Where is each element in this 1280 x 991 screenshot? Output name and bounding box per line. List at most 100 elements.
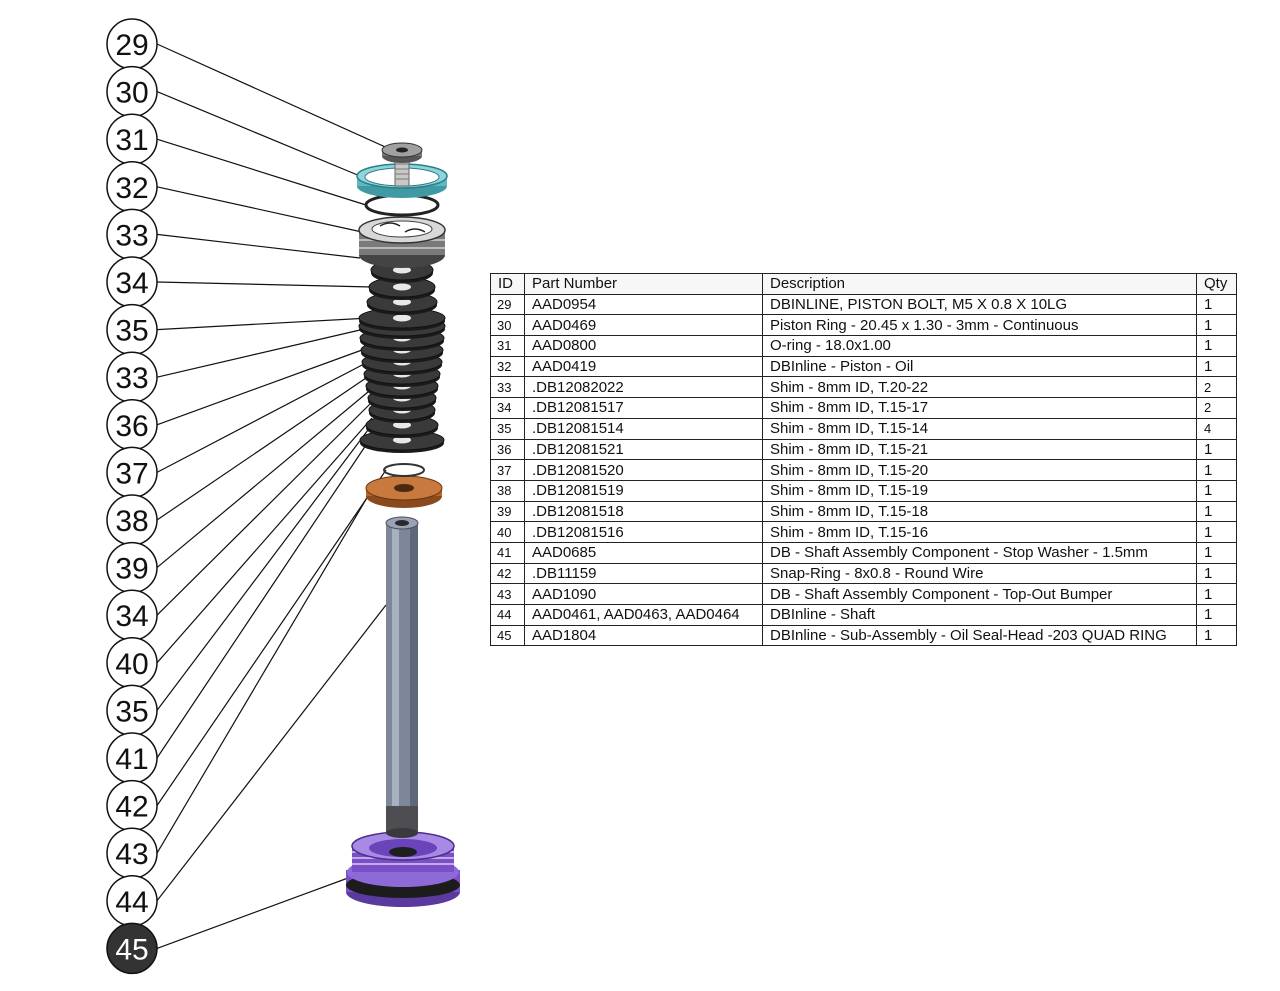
callout-number: 32 [115, 172, 148, 205]
cell-description: Shim - 8mm ID, T.15-14 [762, 417, 1197, 440]
shim-part [368, 276, 436, 300]
leader-line [156, 391, 369, 569]
cell-qty: 1 [1196, 479, 1237, 502]
cell-qty: 1 [1196, 438, 1237, 461]
cell-description: Shim - 8mm ID, T.15-19 [762, 479, 1197, 502]
cell-description: DB - Shaft Assembly Component - Stop Was… [762, 541, 1197, 564]
cell-id: 32 [490, 355, 525, 378]
cell-part-number: .DB12081519 [524, 479, 763, 502]
callout-bubble: 39 [106, 541, 158, 594]
cell-qty: 1 [1196, 604, 1237, 626]
cell-description: Piston Ring - 20.45 x 1.30 - 3mm - Conti… [762, 314, 1197, 337]
leader-line [156, 329, 361, 378]
callout-number: 45 [115, 933, 148, 966]
leader-line [156, 281, 373, 288]
callout-number: 43 [115, 838, 148, 871]
piston-part [358, 216, 446, 268]
callout-number: 34 [115, 267, 148, 300]
shim-part [358, 307, 446, 331]
cell-part-number: AAD0800 [524, 335, 763, 357]
cell-description: DB - Shaft Assembly Component - Top-Out … [762, 583, 1197, 605]
callout-bubble: 35 [106, 303, 158, 356]
callout-number: 31 [115, 124, 148, 157]
cell-qty: 1 [1196, 335, 1237, 357]
callout-number: 34 [115, 600, 148, 633]
cell-part-number: AAD0461, AAD0463, AAD0464 [524, 604, 763, 626]
callout-number: 41 [115, 743, 148, 776]
cell-id: 43 [490, 583, 525, 605]
cell-id: 40 [490, 521, 525, 543]
cell-description: Shim - 8mm ID, T.15-17 [762, 397, 1197, 419]
cell-description: Shim - 8mm ID, T.15-20 [762, 459, 1197, 481]
leader-line [156, 604, 387, 902]
leader-line [156, 91, 361, 177]
cell-description: Shim - 8mm ID, T.15-18 [762, 500, 1197, 523]
cell-part-number: AAD1804 [524, 624, 763, 647]
leader-line [156, 363, 365, 473]
cell-part-number: .DB12081521 [524, 438, 763, 461]
cell-part-number: AAD0685 [524, 541, 763, 564]
cell-description: Shim - 8mm ID, T.15-21 [762, 438, 1197, 461]
cell-id: 35 [490, 417, 525, 440]
leader-line [156, 186, 363, 233]
cell-qty: 1 [1196, 541, 1237, 564]
callout-number: 33 [115, 362, 148, 395]
callout-number: 39 [115, 553, 148, 586]
cell-description: Snap-Ring - 8x0.8 - Round Wire [762, 562, 1197, 585]
callout-number: 33 [115, 219, 148, 252]
leader-line [156, 138, 367, 206]
cell-id: 33 [490, 376, 525, 399]
callout-number: 30 [115, 77, 148, 110]
header-qty: Qty [1196, 273, 1237, 295]
cell-id: 38 [490, 479, 525, 502]
callout-bubble: 41 [106, 732, 158, 784]
leader-line [156, 377, 367, 521]
cell-id: 29 [490, 293, 525, 316]
callout-bubble: 32 [106, 161, 158, 213]
callout-bubble: 30 [106, 65, 158, 118]
header-description: Description [762, 273, 1197, 295]
cell-description: Shim - 8mm ID, T.20-22 [762, 376, 1197, 399]
piston-bolt-part [381, 142, 423, 187]
cell-qty: 1 [1196, 562, 1237, 585]
cell-part-number: .DB12081514 [524, 417, 763, 440]
leader-line [156, 429, 369, 711]
callout-number: 44 [115, 886, 148, 919]
cell-id: 44 [490, 604, 525, 626]
leader-line [156, 469, 387, 806]
callout-bubble: 33 [106, 208, 158, 261]
cell-id: 31 [490, 335, 525, 357]
parts-illustration [346, 142, 460, 907]
leader-line [156, 495, 369, 854]
cell-id: 37 [490, 459, 525, 481]
cell-part-number: .DB12081520 [524, 459, 763, 481]
cell-qty: 1 [1196, 583, 1237, 605]
cell-part-number: AAD0419 [524, 355, 763, 378]
callout-bubble: 29 [106, 18, 158, 70]
cell-part-number: .DB11159 [524, 562, 763, 585]
seal-head-part [346, 831, 460, 907]
cell-description: O-ring - 18.0x1.00 [762, 335, 1197, 357]
leader-line [156, 403, 371, 616]
cell-part-number: .DB12081516 [524, 521, 763, 543]
cell-qty: 2 [1196, 376, 1237, 399]
leader-line [156, 877, 349, 949]
cell-part-number: .DB12081518 [524, 500, 763, 523]
callout-number: 40 [115, 648, 148, 681]
callout-number: 38 [115, 505, 148, 538]
callout-bubble: 34 [106, 589, 158, 641]
cell-qty: 1 [1196, 521, 1237, 543]
leader-lines [156, 43, 393, 949]
table-header-row: ID Part Number Description Qty [490, 273, 1237, 295]
